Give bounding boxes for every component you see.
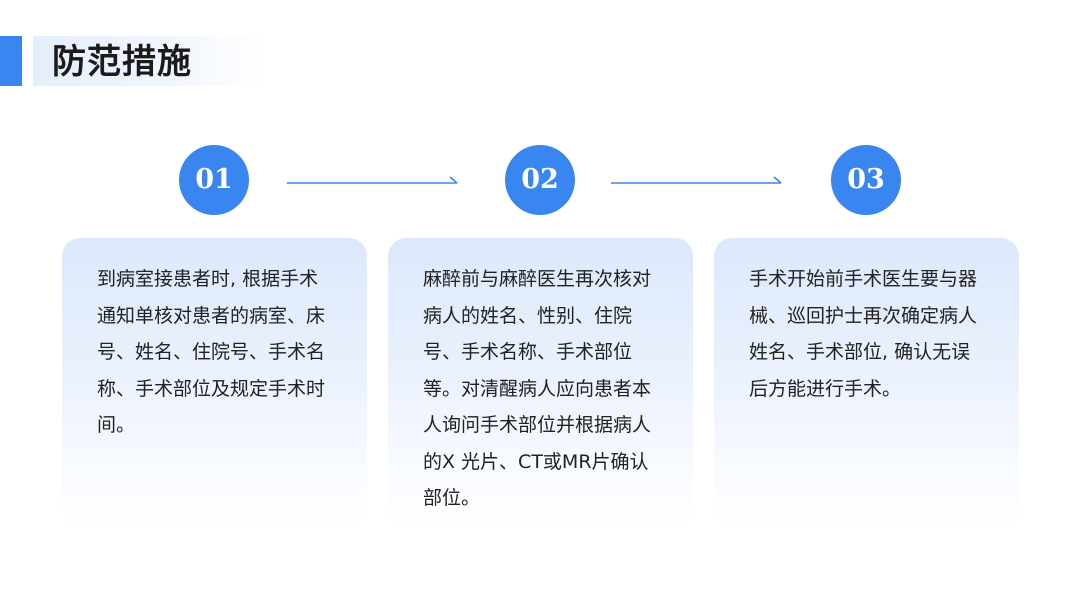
title-band bbox=[33, 36, 263, 86]
title-accent-bar bbox=[0, 36, 22, 86]
step-card-2: 麻醉前与麻醉医生再次核对病人的姓名、性别、住院号、手术名称、手术部位等。对清醒病… bbox=[388, 238, 693, 528]
step-card-text: 麻醉前与麻醉医生再次核对病人的姓名、性别、住院号、手术名称、手术部位等。对清醒病… bbox=[423, 268, 652, 509]
step-card-text: 到病室接患者时, 根据手术通知单核对患者的病室、床号、姓名、住院号、手术名称、手… bbox=[97, 268, 326, 436]
page-title: 防范措施 bbox=[52, 42, 192, 82]
step-number-2: 02 bbox=[505, 145, 575, 215]
step-card-text: 手术开始前手术医生要与器械、巡回护士再次确定病人姓名、手术部位, 确认无误后方能… bbox=[749, 268, 978, 400]
step-number-3: 03 bbox=[831, 145, 901, 215]
step-card-1: 到病室接患者时, 根据手术通知单核对患者的病室、床号、姓名、住院号、手术名称、手… bbox=[62, 238, 367, 528]
step-card-3: 手术开始前手术医生要与器械、巡回护士再次确定病人姓名、手术部位, 确认无误后方能… bbox=[714, 238, 1019, 528]
right-arrow-icon bbox=[611, 176, 782, 184]
right-arrow-icon bbox=[287, 176, 458, 184]
step-number-1: 01 bbox=[179, 145, 249, 215]
